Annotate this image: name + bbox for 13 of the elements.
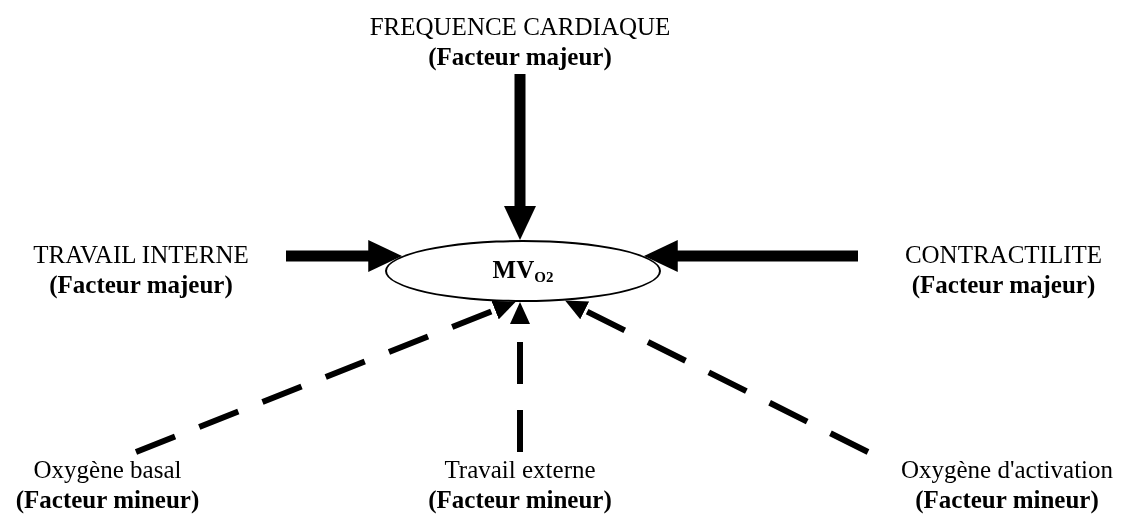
factor-name: Oxygène basal — [33, 455, 182, 485]
factor-name: Oxygène d'activation — [900, 455, 1114, 485]
factor-rank: (Facteur mineur) — [915, 485, 1099, 515]
factor-name: FREQUENCE CARDIAQUE — [369, 12, 671, 42]
factor-rank: (Facteur mineur) — [15, 485, 200, 515]
factor-name: CONTRACTILITE — [904, 240, 1103, 270]
node-label: MV$_{O2}$ — [492, 256, 554, 286]
factor-name: Travail externe — [444, 455, 596, 485]
factor-rank: (Facteur majeur) — [49, 270, 233, 300]
factor-rank: (Facteur mineur) — [428, 485, 612, 515]
factor-rank: (Facteur majeur) — [911, 270, 1096, 300]
factor-rank: (Facteur majeur) — [428, 42, 612, 72]
factor-name: TRAVAIL INTERNE — [33, 240, 249, 270]
